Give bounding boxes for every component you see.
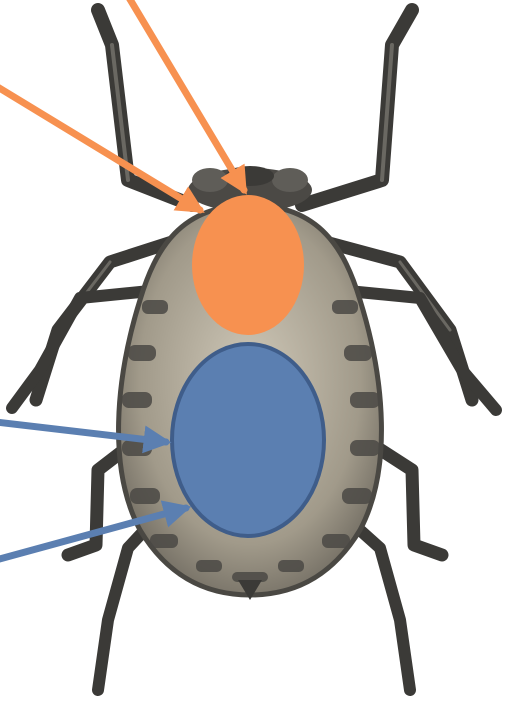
head-arrow-1 [128,0,244,190]
right-foreleg [302,10,412,205]
head-marker [192,195,304,335]
head-arrow-2 [0,86,200,210]
abdomen-marker [172,344,324,536]
